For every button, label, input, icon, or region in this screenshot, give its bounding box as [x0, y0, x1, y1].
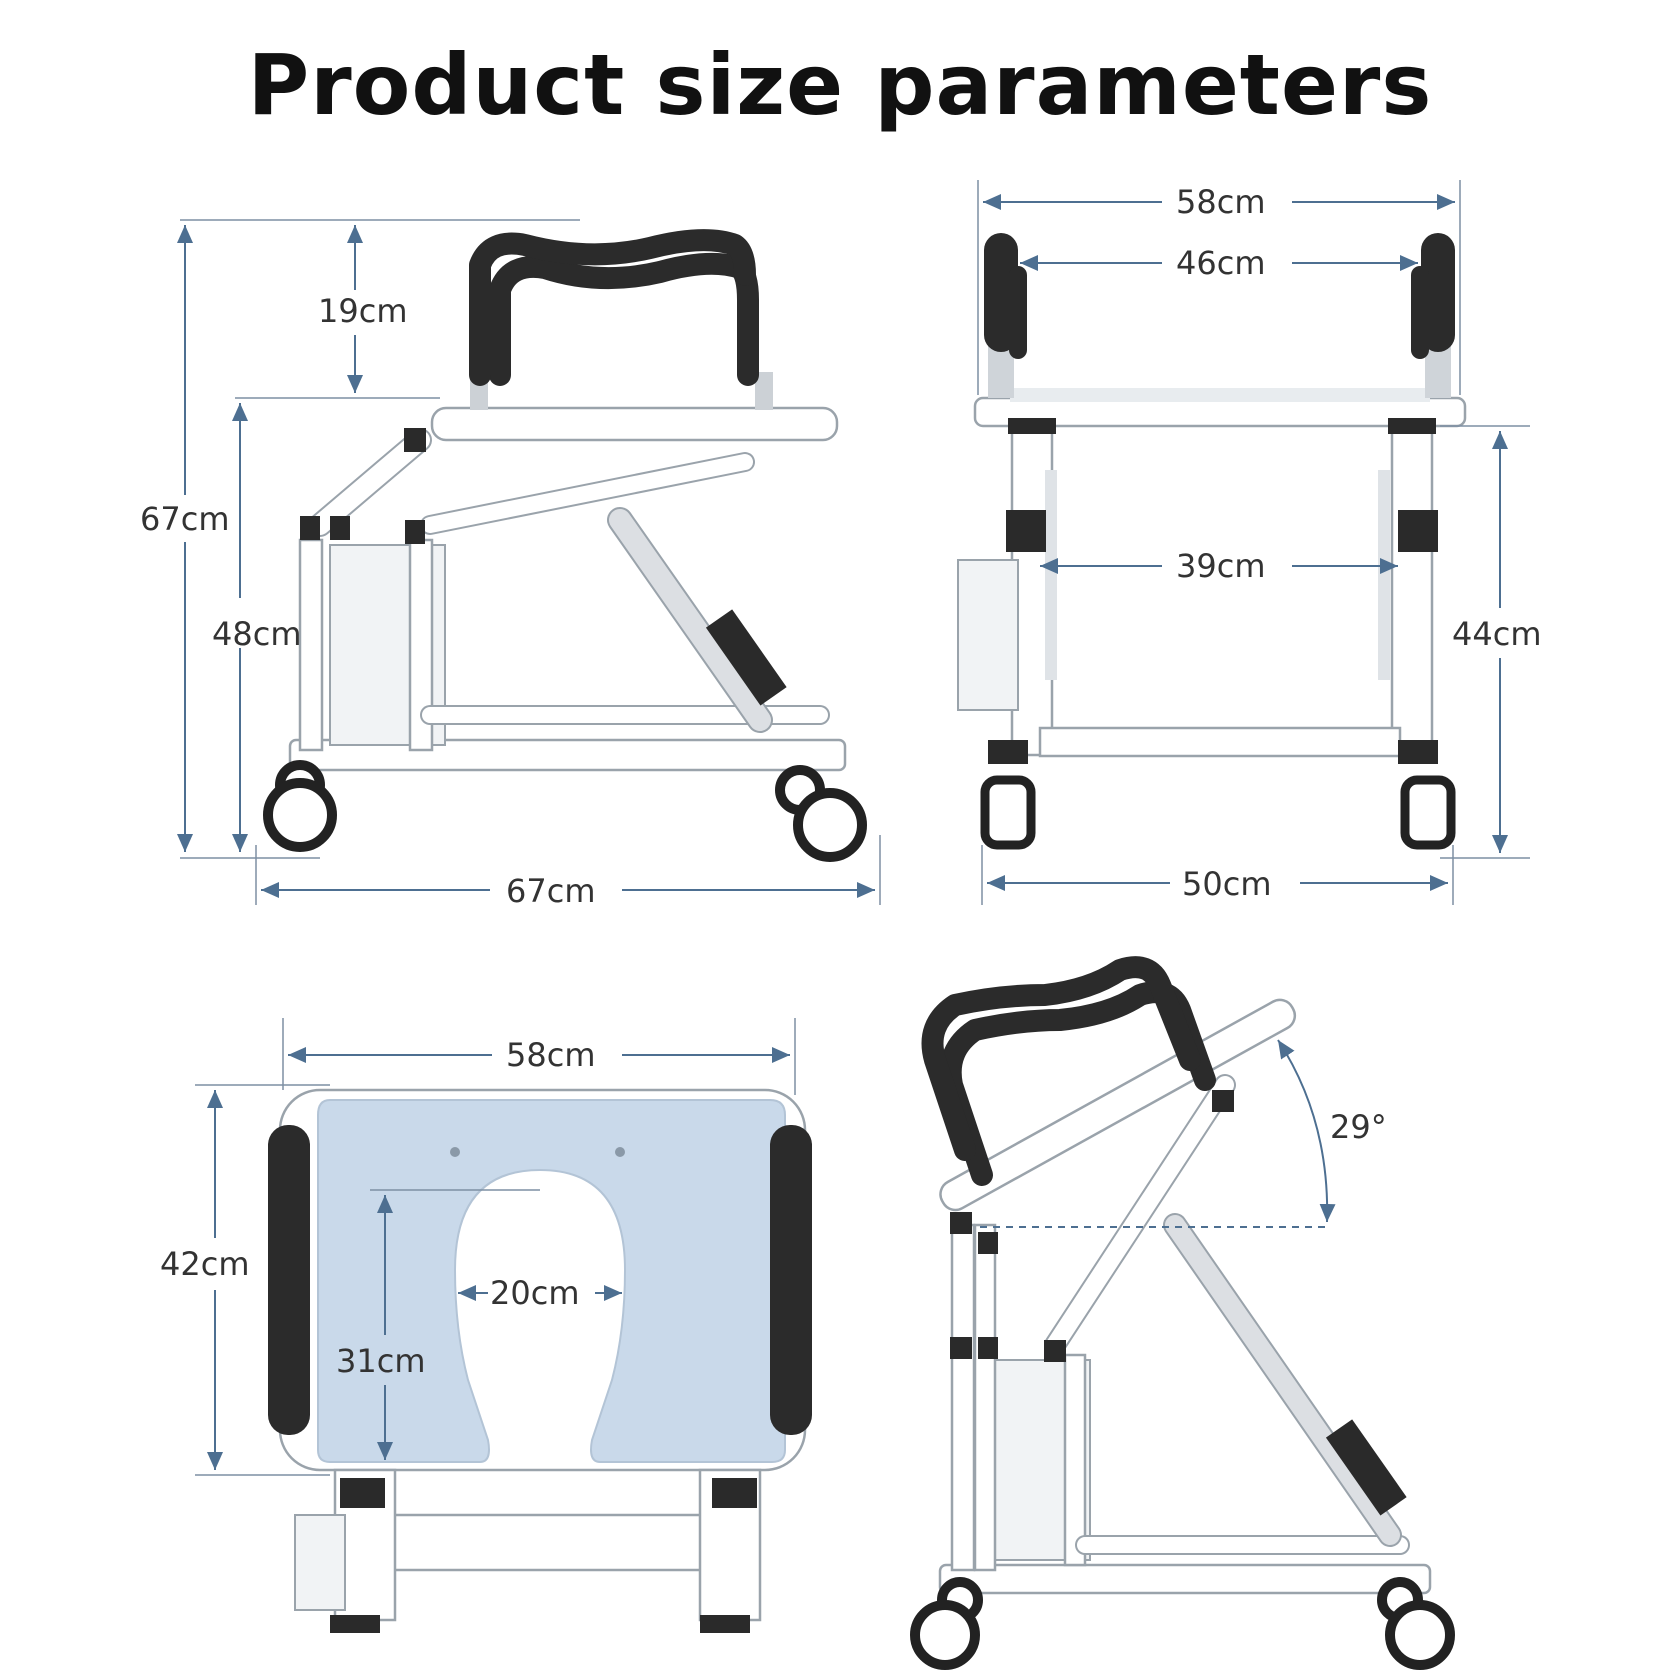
front-chair-illustration [957, 233, 1467, 850]
side-chair-illustration [263, 229, 867, 862]
side-armrest-height-label: 19cm [318, 292, 407, 330]
top-view: 58cm 42cm 20cm 31cm [160, 1018, 812, 1633]
front-inner-width-label: 46cm [1176, 244, 1265, 282]
side-view: 67cm 19cm 48cm 67cm [140, 219, 881, 910]
front-outer-width-label: 58cm [1176, 183, 1265, 221]
top-opening-width-label: 20cm [490, 1274, 579, 1312]
tilt-chair-illustration [910, 956, 1455, 1670]
top-opening-depth-label: 31cm [336, 1342, 425, 1380]
page-title: Product size parameters [247, 36, 1433, 134]
side-length-label: 67cm [506, 872, 595, 910]
side-total-height-label: 67cm [140, 500, 229, 538]
side-seat-height-label: 48cm [212, 615, 301, 653]
tilt-angle-label: 29° [1330, 1108, 1387, 1146]
front-leg-spacing-label: 39cm [1176, 547, 1265, 585]
front-base-width-label: 50cm [1182, 865, 1271, 903]
top-seat-depth-label: 42cm [160, 1245, 249, 1283]
front-base-height-label: 44cm [1452, 615, 1541, 653]
front-view: 58cm 46cm 39cm 44cm 50cm [957, 180, 1541, 905]
top-seat-width-label: 58cm [506, 1036, 595, 1074]
tilt-view: 29° [910, 956, 1455, 1670]
